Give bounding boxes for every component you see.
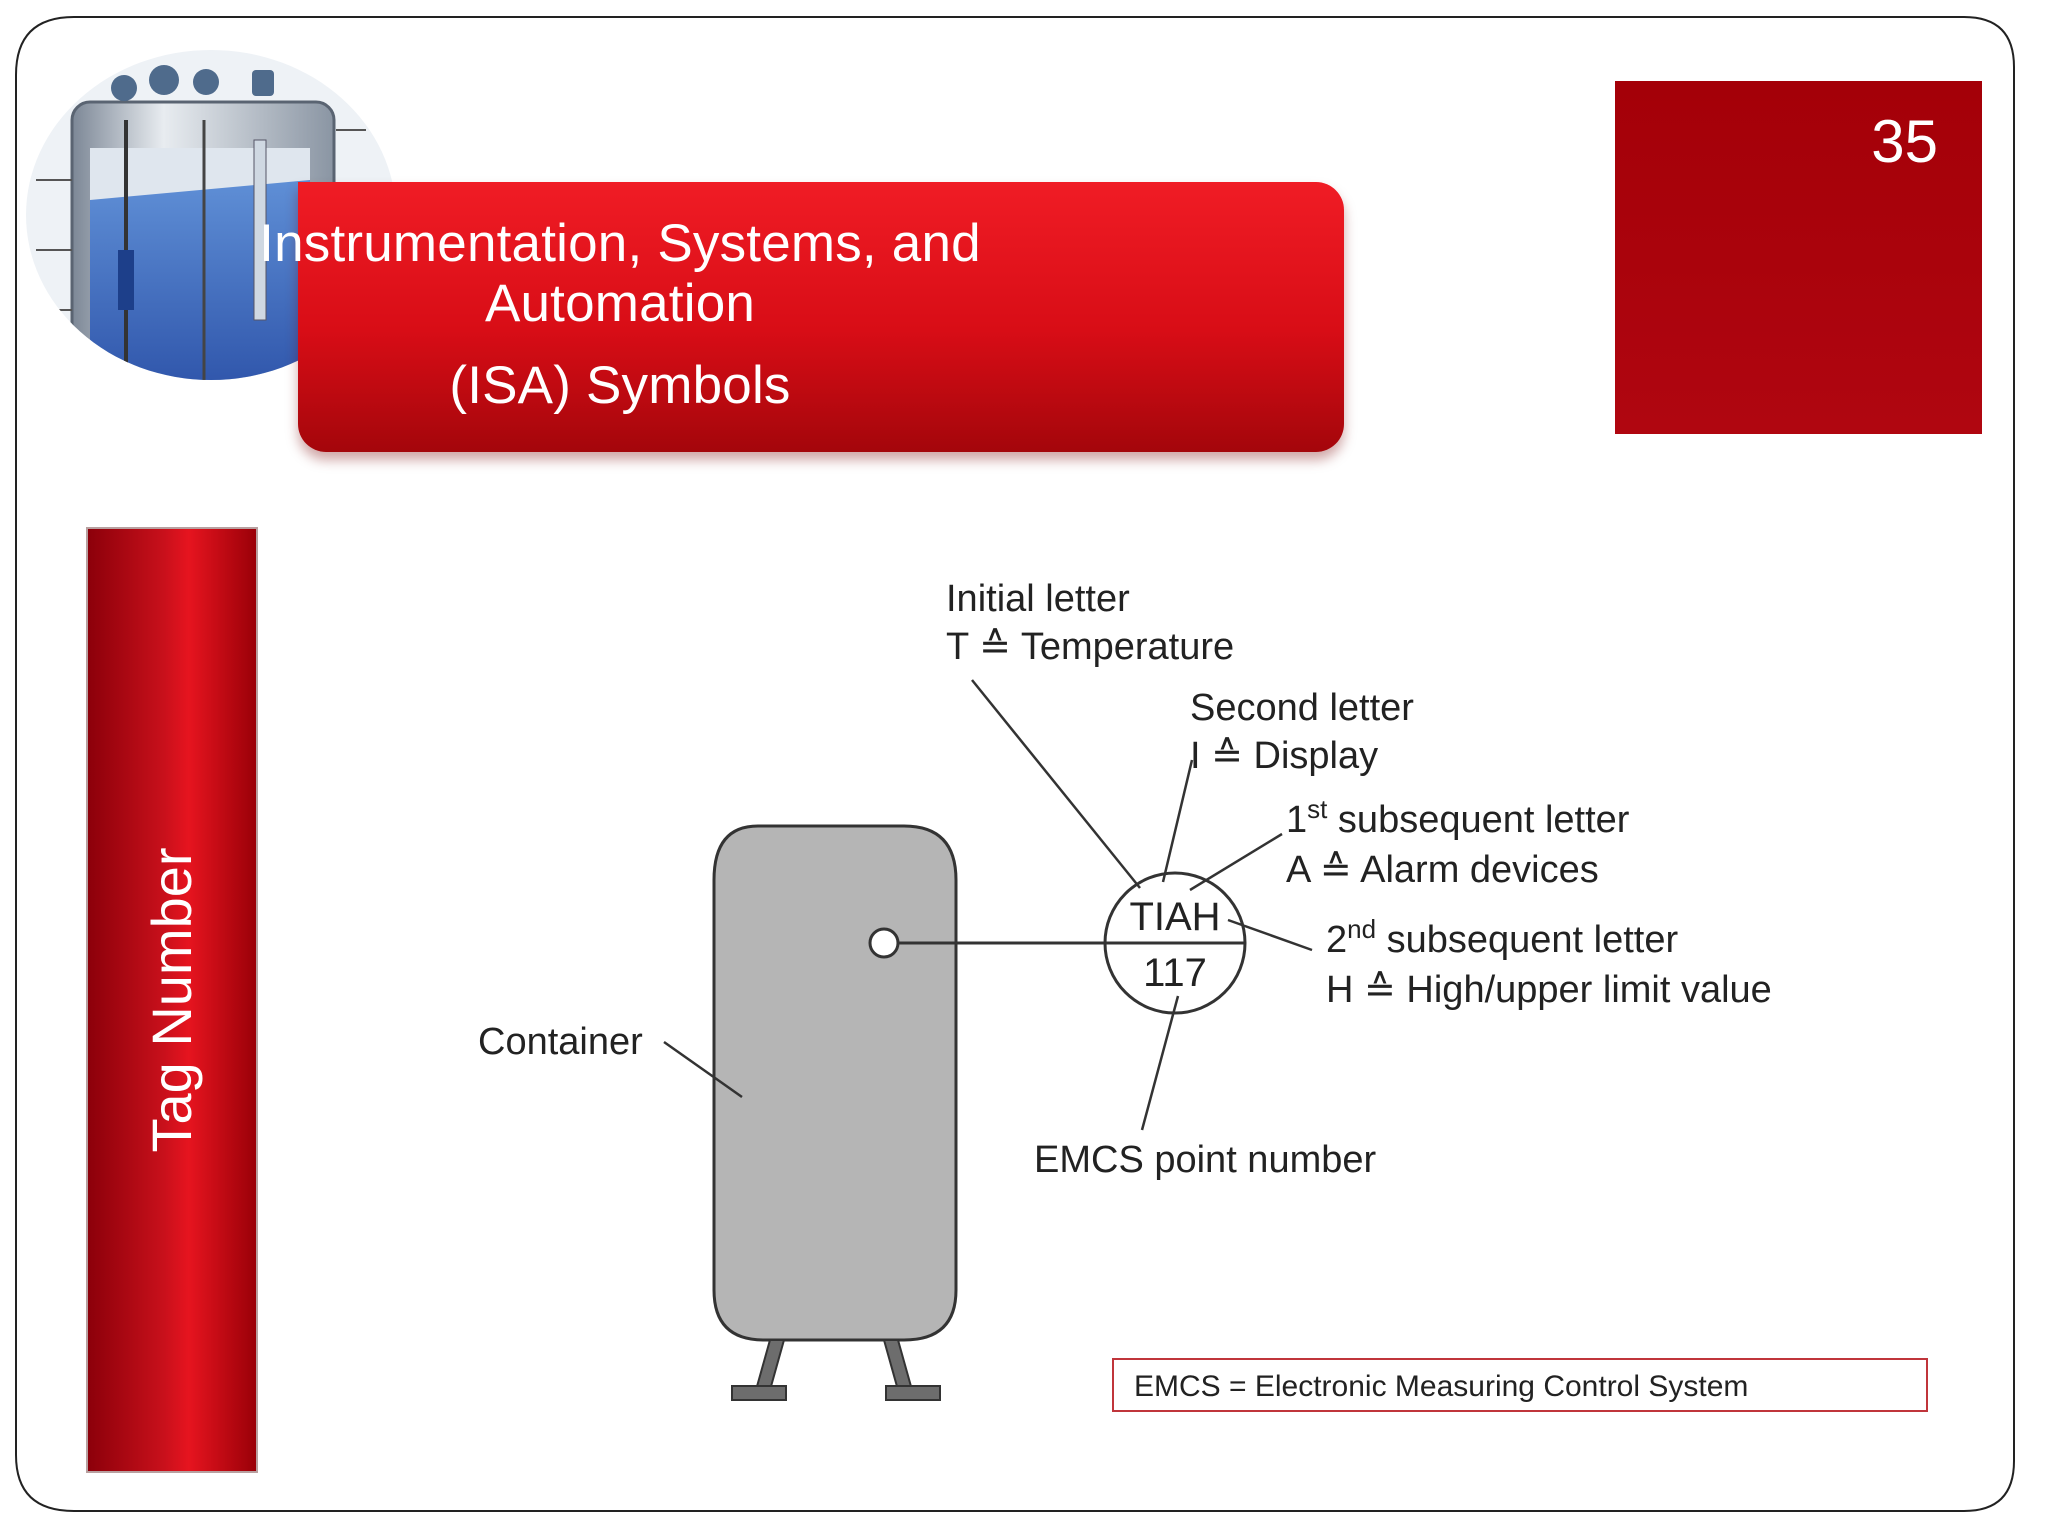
- second-subsequent-meaning: High/upper limit value: [1406, 969, 1771, 1011]
- sensor-port: [868, 927, 900, 959]
- first-subsequent-code: A: [1286, 849, 1312, 891]
- first-subsequent-meaning: Alarm devices: [1360, 849, 1599, 891]
- container-vessel: [712, 824, 958, 1342]
- first-subsequent-sup: st: [1307, 794, 1328, 824]
- second-subsequent-definition: H ≙ High/upper limit value: [1326, 969, 1772, 1011]
- point-number-label: EMCS point number: [1034, 1139, 1376, 1181]
- emcs-legend-text: EMCS = Electronic Measuring Control Syst…: [1134, 1370, 1749, 1403]
- bubble-top-text: TIAH: [1129, 895, 1220, 939]
- second-subsequent-title: 2nd subsequent letter: [1326, 914, 1678, 961]
- container-legs: [731, 1339, 941, 1401]
- vessel-illustration: [26, 50, 396, 380]
- second-subsequent-rest: subsequent letter: [1376, 919, 1678, 961]
- initial-letter-meaning: Temperature: [1021, 626, 1234, 668]
- second-subsequent-sup: nd: [1347, 914, 1376, 944]
- first-subsequent-title: 1st subsequent letter: [1286, 794, 1630, 841]
- leader-lines: [663, 679, 1313, 1131]
- second-letter-meaning: Display: [1254, 735, 1379, 777]
- slide-title-line-2: Automation: [484, 274, 756, 333]
- initial-letter-title: Initial letter: [946, 578, 1130, 620]
- second-subsequent-code: H: [1326, 969, 1353, 1011]
- slide-title-line-1: Instrumentation, Systems, and: [259, 214, 981, 273]
- slide-title-line-3: (ISA) Symbols: [449, 356, 791, 415]
- side-label-bar: Tag Number: [86, 527, 258, 1473]
- initial-letter-code: T: [946, 626, 969, 668]
- second-letter-code: I: [1190, 735, 1201, 777]
- first-subsequent-rest: subsequent letter: [1327, 799, 1629, 841]
- container-label: Container: [478, 1021, 643, 1063]
- bubble-bottom-text: 117: [1143, 951, 1207, 995]
- second-subsequent-ordinal: 2: [1326, 919, 1347, 961]
- slide-number: 35: [1871, 108, 1938, 175]
- second-letter-title: Second letter: [1190, 687, 1414, 729]
- second-letter-symbol: ≙: [1211, 735, 1243, 777]
- slide-number-box: 35: [1615, 81, 1982, 434]
- first-subsequent-definition: A ≙ Alarm devices: [1286, 849, 1599, 891]
- initial-letter-definition: T ≙ Temperature: [946, 626, 1234, 668]
- emcs-legend-box: EMCS = Electronic Measuring Control Syst…: [1112, 1358, 1928, 1412]
- slide-frame: [15, 16, 2015, 1512]
- second-subsequent-symbol: ≙: [1364, 969, 1396, 1011]
- title-banner: [298, 182, 1344, 452]
- initial-letter-symbol: ≙: [979, 626, 1011, 668]
- first-subsequent-ordinal: 1: [1286, 799, 1307, 841]
- second-letter-definition: I ≙ Display: [1190, 735, 1378, 777]
- first-subsequent-symbol: ≙: [1320, 849, 1352, 891]
